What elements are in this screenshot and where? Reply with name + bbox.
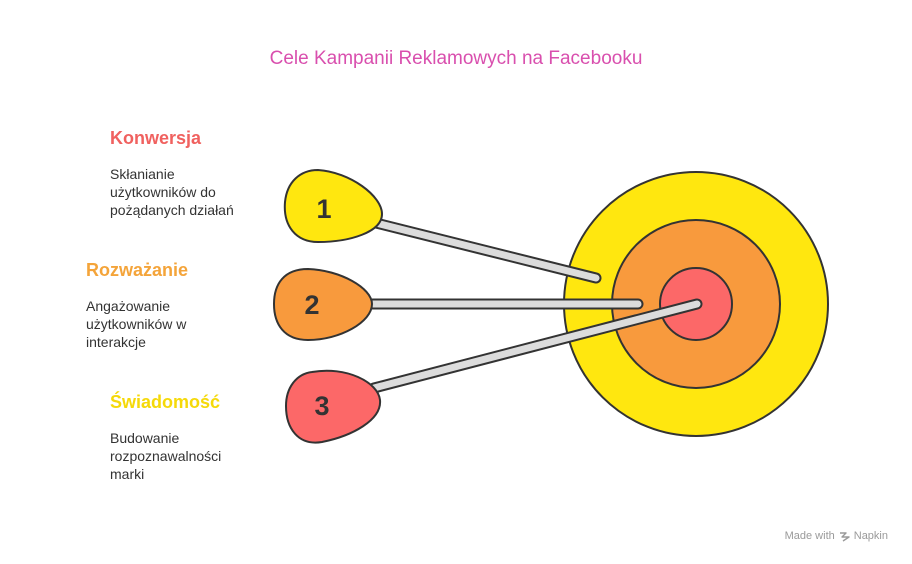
description-line: Budowanie xyxy=(110,430,180,446)
napkin-watermark: Made with Napkin xyxy=(785,530,888,542)
description-line: użytkowników do xyxy=(110,184,216,200)
dart-3-number: 3 xyxy=(314,391,329,421)
made-with-label: Made with xyxy=(784,530,835,542)
dart-3: 3 xyxy=(284,298,703,444)
goal-description-konwersja: Skłanianie użytkowników do pożądanych dz… xyxy=(110,165,260,219)
napkin-brand: Napkin xyxy=(853,530,888,542)
dart-1-head xyxy=(283,168,384,244)
napkin-logo-icon xyxy=(839,531,850,542)
goal-description-swiadomosc: Budowanie rozpoznawalności marki xyxy=(110,429,260,483)
dart-1: 1 xyxy=(283,168,602,284)
description-line: marki xyxy=(110,466,145,482)
description-line: Skłanianie xyxy=(110,166,175,182)
description-line: rozpoznawalności xyxy=(110,448,222,464)
description-line: Angażowanie xyxy=(86,298,171,314)
dart-2-head xyxy=(272,267,374,342)
dart-3-stick-fill xyxy=(370,300,701,392)
description-line: pożądanych działań xyxy=(110,202,234,218)
description-line: użytkowników w xyxy=(86,316,187,332)
goal-heading-swiadomosc: Świadomość xyxy=(110,392,221,412)
dart-1-stick-fill xyxy=(368,218,600,282)
description-line: interakcje xyxy=(86,334,146,350)
dart-1-number: 1 xyxy=(316,194,331,224)
dart-2-number: 2 xyxy=(304,290,319,320)
goal-description-rozwazanie: Angażowanie użytkowników w interakcje xyxy=(86,297,236,351)
goal-heading-konwersja: Konwersja xyxy=(110,128,202,148)
dart-2: 2 xyxy=(272,267,644,342)
dart-3-head xyxy=(284,369,382,444)
diagram-title: Cele Kampanii Reklamowych na Facebooku xyxy=(269,48,643,69)
goal-heading-rozwazanie: Rozważanie xyxy=(86,260,189,280)
